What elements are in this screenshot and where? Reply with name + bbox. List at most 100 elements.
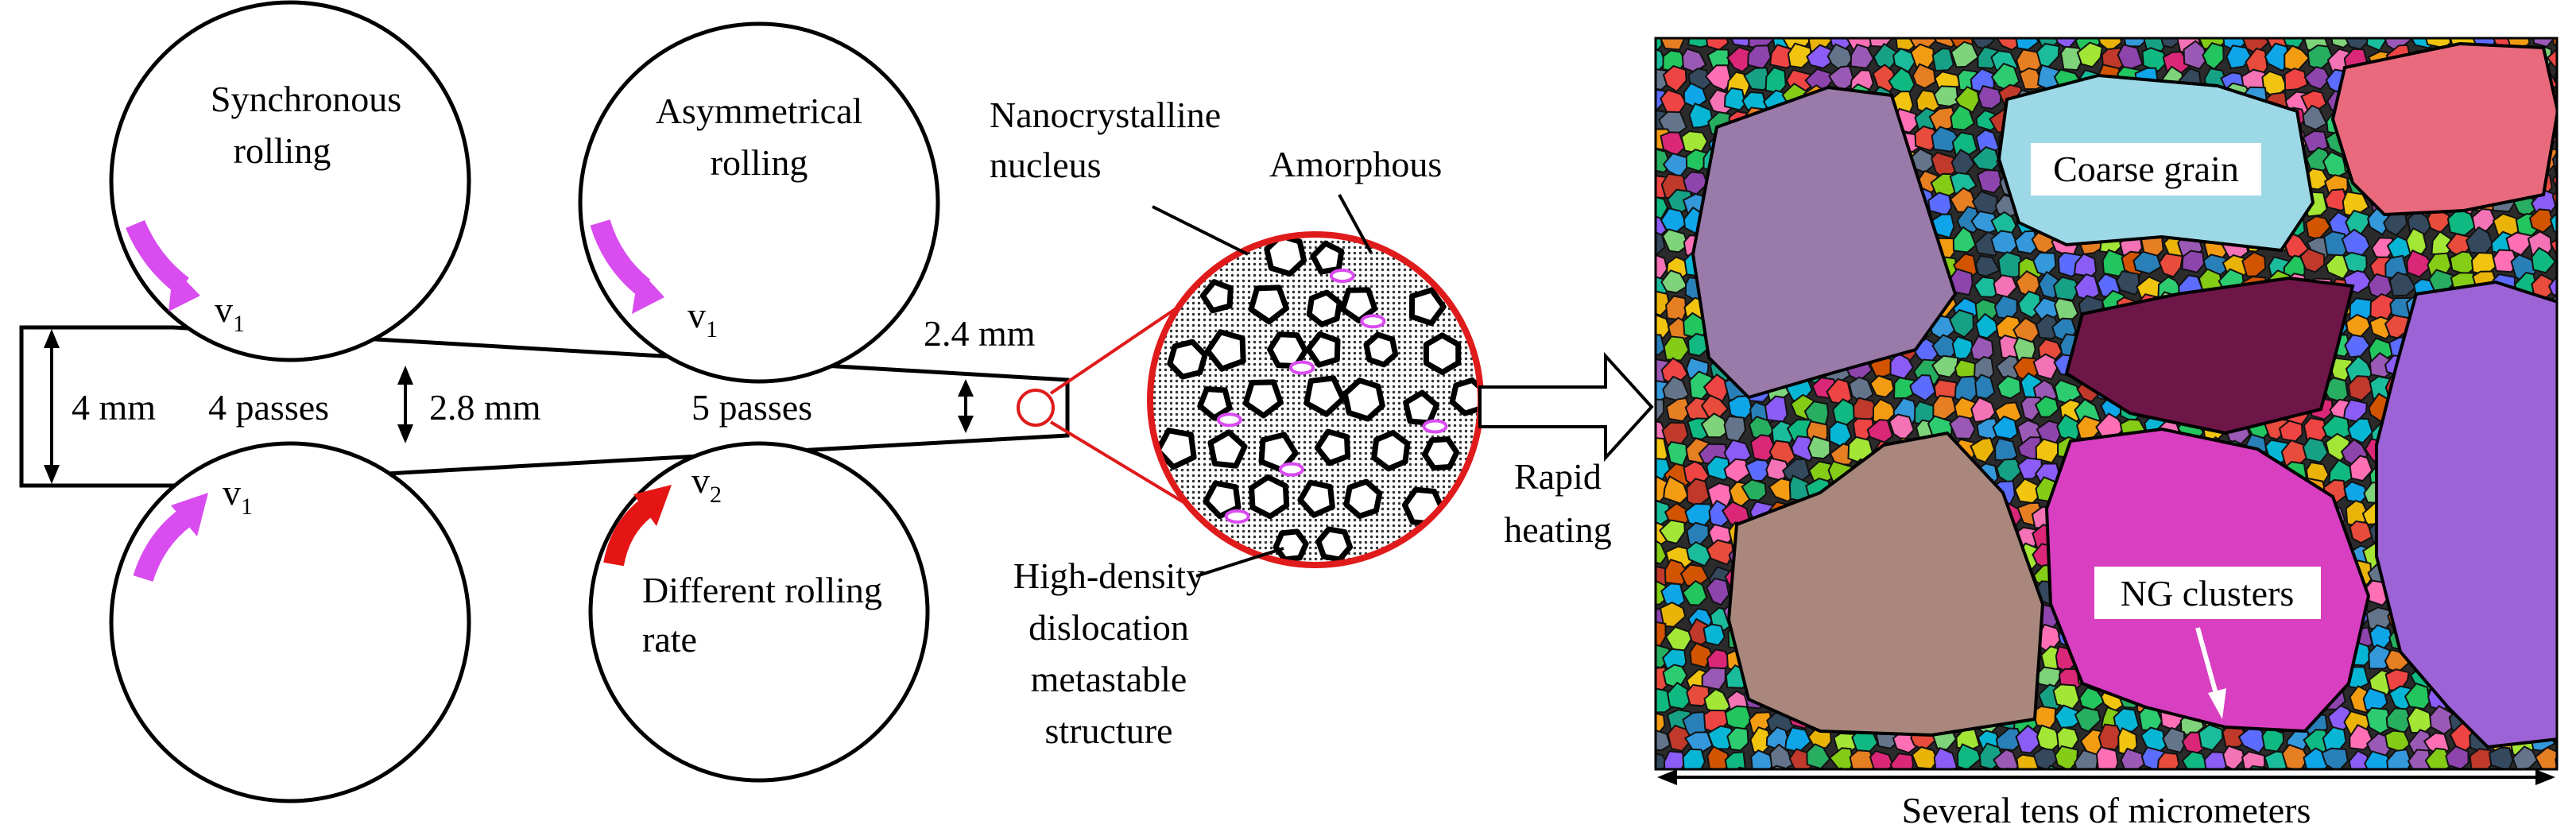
nucleus-crystal: [1167, 339, 1208, 380]
fine-grain: [1661, 228, 1689, 254]
fine-grain: [1933, 85, 1959, 107]
coarse-label-box: [2031, 143, 2261, 195]
nucleus-label-line1: Nanocrystalline: [990, 95, 1221, 135]
fine-grain: [1787, 42, 1813, 69]
fine-grain: [2181, 250, 2206, 273]
fine-grain: [1806, 44, 1836, 69]
fine-grain: [1656, 231, 1666, 256]
fine-grain: [1724, 751, 1746, 769]
fine-grain: [1706, 745, 1730, 769]
fine-grain: [1970, 437, 1996, 463]
nucleus-crystal: [1363, 331, 1399, 368]
fine-grain: [1706, 455, 1731, 482]
nucleus-crystal: [1314, 428, 1351, 466]
dislocation-loop: [1422, 419, 1448, 434]
dislocation-label-line1: High-density: [1013, 555, 1204, 596]
fine-grain: [1663, 335, 1690, 362]
rate-note-line2: rate: [642, 619, 697, 660]
fine-grain: [2548, 275, 2557, 296]
fine-grain: [2034, 395, 2059, 418]
fine-grain: [2424, 747, 2454, 769]
nucleus-crystal: [1303, 375, 1346, 417]
fine-grain: [2549, 211, 2557, 233]
asym-title-line2: rolling: [711, 142, 808, 183]
fine-grain: [1656, 38, 1663, 51]
thickness-mid-label: 2.8 mm: [429, 387, 541, 428]
fine-grain: [1704, 64, 1733, 91]
asym-bottom-rotation-arrow: [603, 485, 672, 567]
rate-note-line1: Different rolling: [642, 570, 882, 610]
fine-grain: [2141, 47, 2168, 72]
thickness-initial-label: 4 mm: [72, 387, 156, 428]
fine-grain: [1992, 415, 2019, 440]
fine-grain: [1807, 435, 1831, 460]
heating-label-line2: heating: [1504, 509, 1611, 550]
fine-grain: [1950, 104, 1975, 131]
nucleus-crystal: [1258, 432, 1299, 473]
sync-top-rotation-arrow: [126, 219, 200, 312]
fine-grain: [1701, 667, 1726, 691]
nucleus-crystal: [1249, 474, 1290, 520]
fine-grain: [1997, 251, 2024, 278]
sync-bottom-rotation-arrow: [133, 493, 208, 583]
nucleus-crystal: [1422, 436, 1460, 471]
fine-grain: [1741, 478, 1768, 501]
fine-grain: [2349, 455, 2373, 482]
fine-grain: [2410, 771, 2436, 796]
speed-sync-top: v1: [215, 289, 245, 337]
nucleus-crystal: [1197, 386, 1233, 421]
nucleus-crystal: [1264, 234, 1307, 277]
fine-grain: [2052, 276, 2080, 301]
asym-top-rotation-arrow: [590, 219, 664, 314]
grain-map: Coarse grain NG clusters: [1654, 37, 2559, 796]
fine-grain: [2054, 704, 2081, 730]
fine-grain: [2459, 767, 2472, 769]
fine-grain: [1951, 335, 1974, 360]
fine-grain: [1723, 87, 1746, 111]
zoom-origin-circle: [1017, 389, 1055, 427]
nucleus-crystal: [1205, 329, 1246, 372]
fine-grain: [1682, 748, 1706, 769]
fine-grain: [1686, 540, 1711, 567]
fine-grain: [2299, 247, 2326, 273]
dislocation-label-line2: dislocation: [1028, 607, 1189, 648]
fine-grain: [2344, 334, 2371, 358]
heating-arrow: [1478, 351, 1654, 463]
fine-grain: [2492, 249, 2519, 273]
fine-grain: [2364, 750, 2392, 769]
fine-grain: [1700, 412, 1730, 439]
fine-grain: [1726, 726, 1749, 752]
nucleus-crystal: [1242, 379, 1284, 419]
speed-sync-bottom: v1: [223, 472, 253, 520]
nucleus-crystal: [1273, 528, 1309, 563]
nucleus-crystal: [1423, 332, 1462, 375]
nucleus-crystal: [1310, 240, 1345, 275]
fine-grain: [2032, 353, 2059, 381]
nucleus-crystal: [1203, 480, 1242, 520]
fine-grain: [1976, 168, 2003, 194]
metal-strip: [19, 325, 1070, 488]
fine-grain: [1974, 312, 2000, 339]
fine-grain: [2365, 38, 2388, 52]
fine-grain: [1995, 727, 2024, 752]
fine-grain: [1909, 374, 1936, 402]
fine-grain: [1981, 768, 1982, 769]
fine-grain: [2555, 757, 2557, 769]
fine-grain: [1656, 712, 1666, 736]
fine-grain: [1912, 63, 1937, 90]
fine-grain: [1949, 415, 1976, 440]
fine-grain: [2302, 104, 2328, 131]
fine-grain: [1661, 421, 1689, 446]
fine-grain: [2283, 38, 2304, 48]
fine-grain: [2181, 750, 2210, 769]
fine-grain: [1663, 474, 1689, 505]
sync-title-line2: rolling: [234, 130, 331, 171]
fine-grain: [1660, 38, 1686, 51]
fine-grain: [1681, 579, 1708, 606]
fine-grain: [2281, 744, 2310, 769]
coarse-grain-dark: [2064, 276, 2355, 435]
fine-grain: [2324, 188, 2349, 212]
nucleus-crystal: [1339, 287, 1378, 323]
fine-grain: [1745, 459, 1773, 482]
nucleus-crystal: [1408, 287, 1447, 327]
